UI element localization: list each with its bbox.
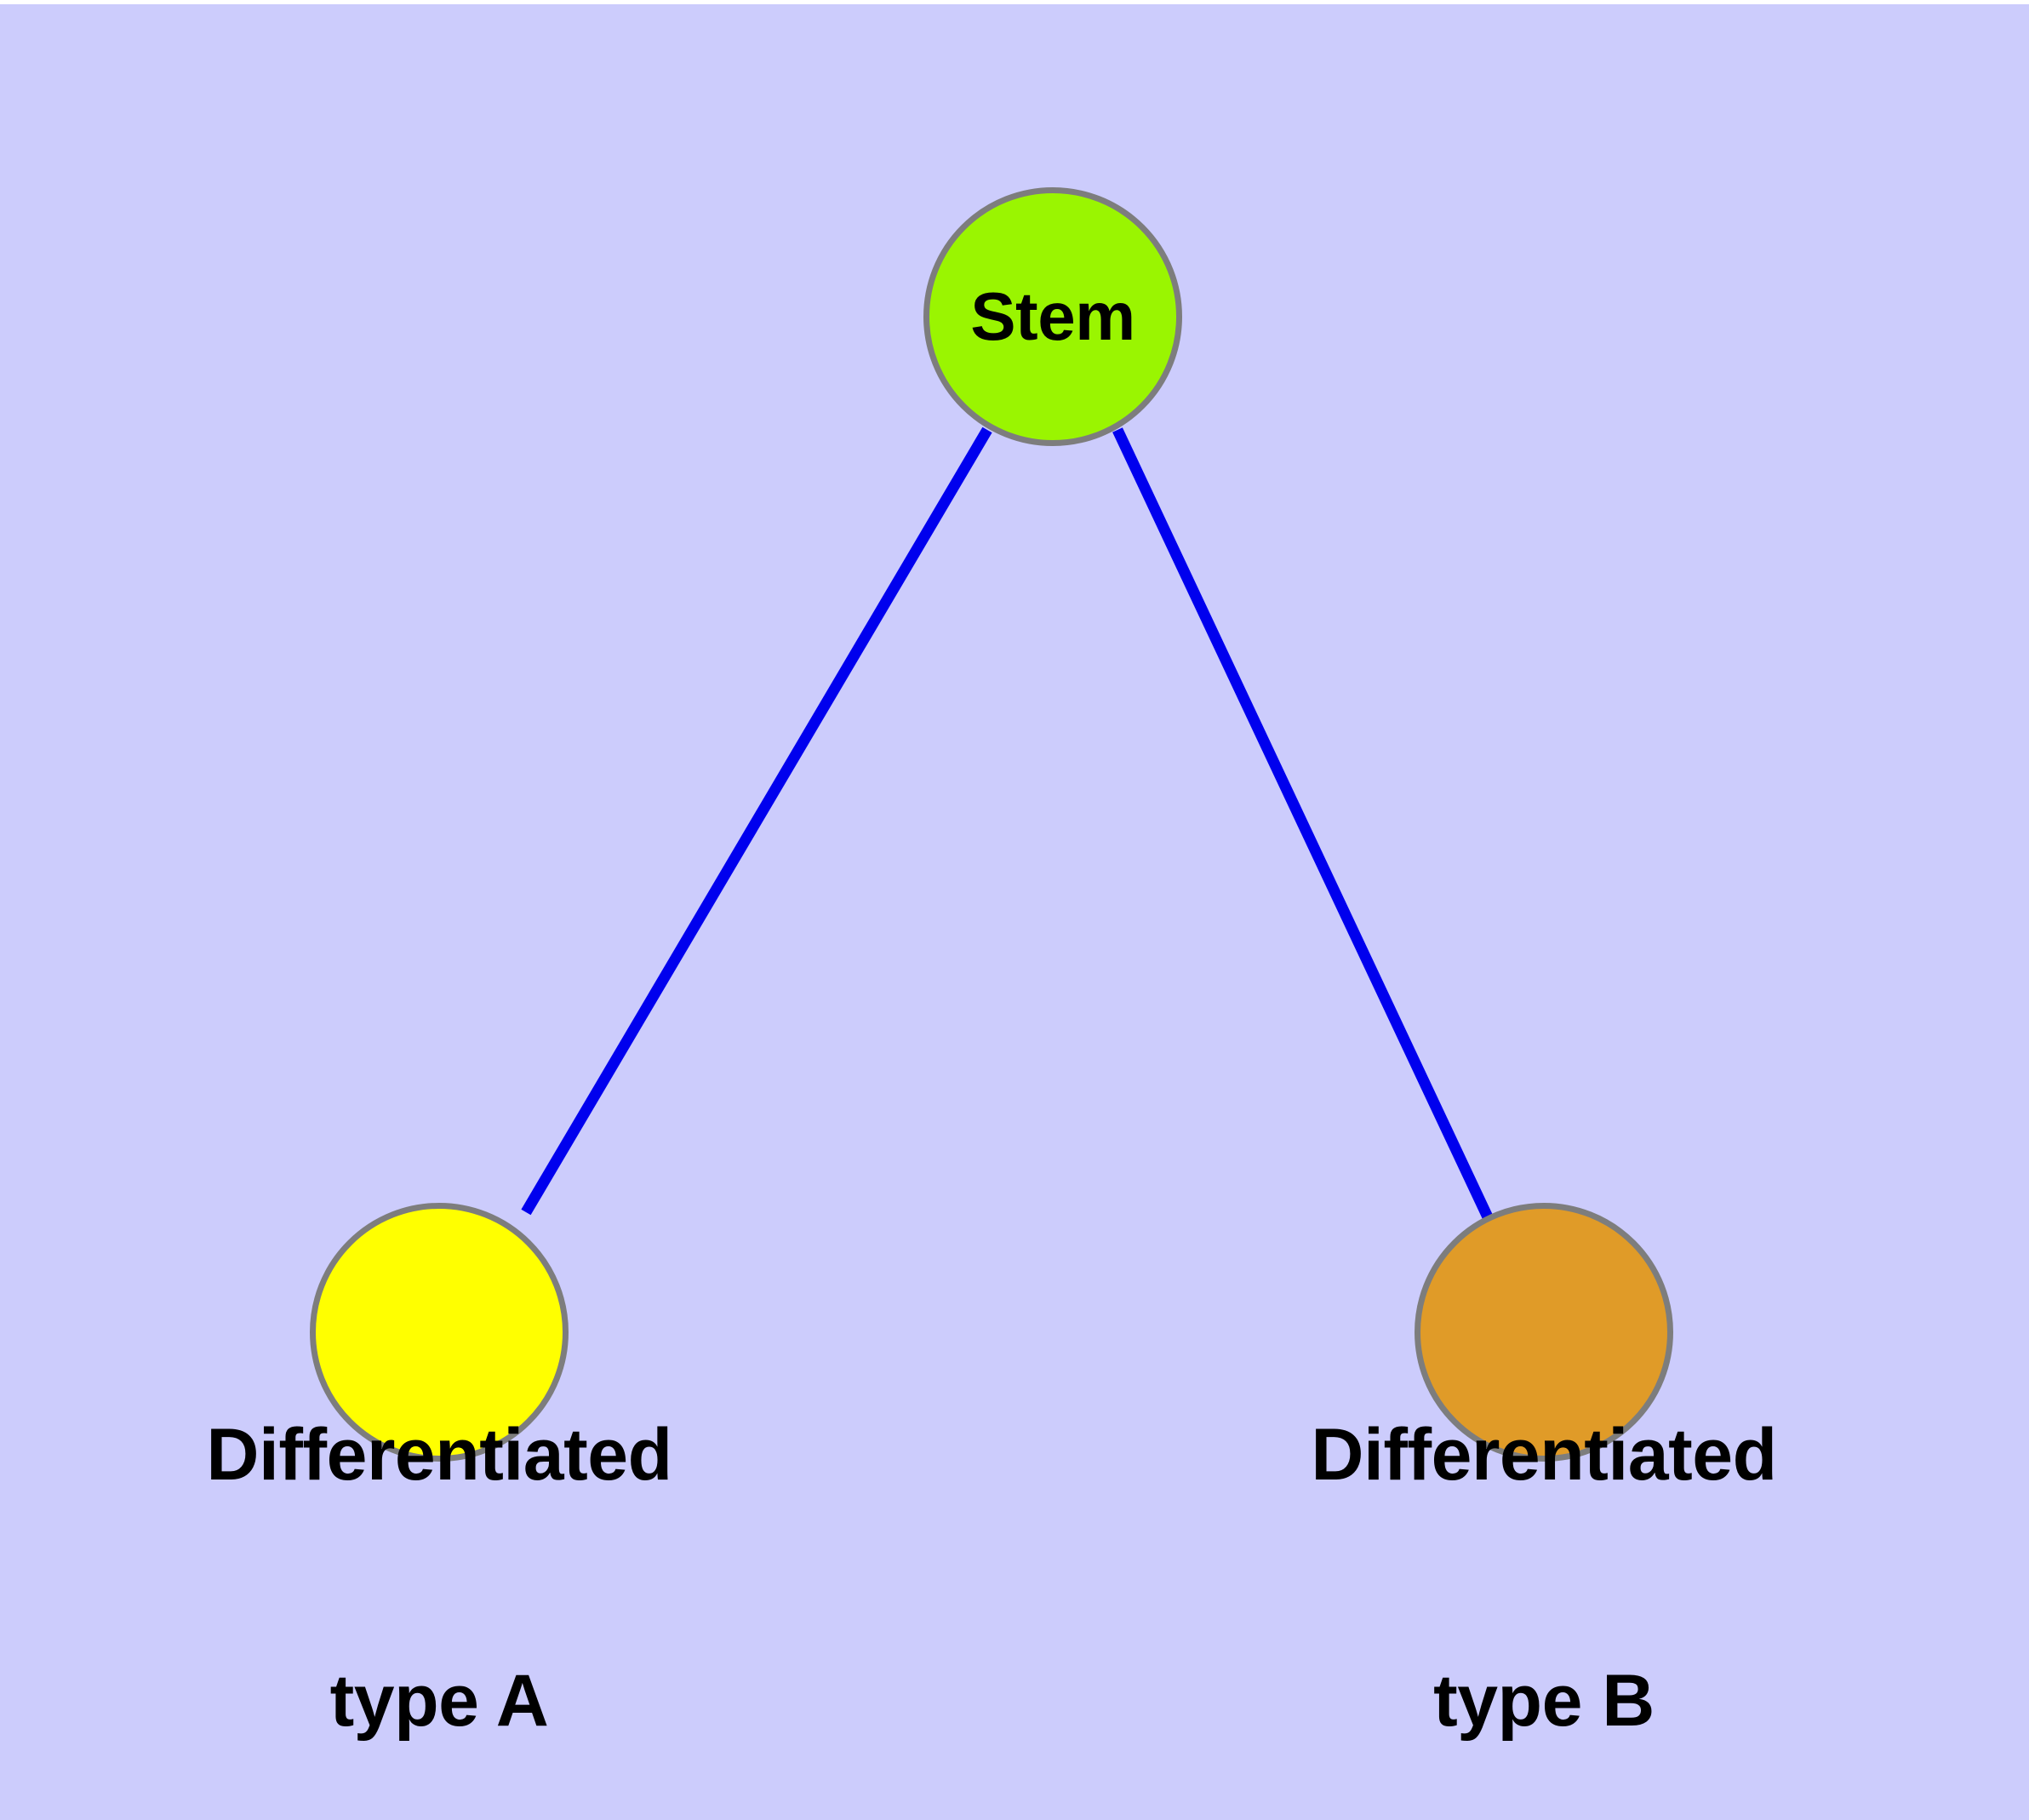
node-differentiated-type-b[interactable] xyxy=(1415,1203,1673,1462)
node-differentiated-type-a[interactable] xyxy=(310,1203,569,1462)
edge-stem-to-differentiated-type-a[interactable] xyxy=(521,426,992,1216)
node-label-line-2: type A xyxy=(329,1660,549,1743)
node-stem[interactable] xyxy=(923,187,1182,446)
edge-stem-to-differentiated-type-b[interactable] xyxy=(1112,427,1495,1223)
node-label-line-2: type B xyxy=(1433,1660,1655,1743)
